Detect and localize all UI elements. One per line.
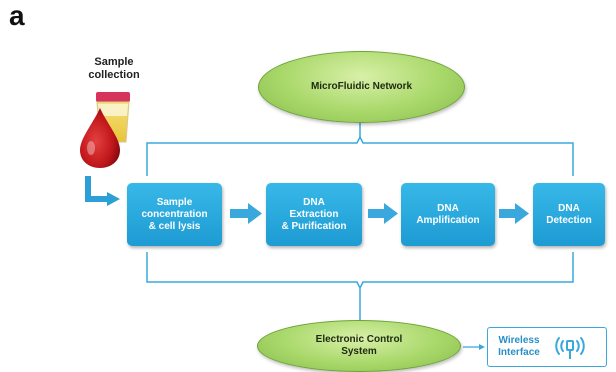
control-to-wireless-arrow: [463, 344, 485, 350]
top-bracket: [146, 121, 574, 176]
step-4-line-2: Detection: [546, 214, 592, 226]
step-2-line-2: Extraction: [289, 208, 339, 220]
arrow-step-3-to-4: [499, 203, 529, 224]
step-arrows: [230, 203, 529, 224]
step-2-line-1: DNA: [303, 196, 325, 208]
microfluidic-network-label: MicroFluidic Network: [310, 81, 413, 92]
drop-highlight: [87, 141, 95, 155]
wireless-line-1: Wireless: [498, 335, 540, 346]
wireless-interface-box: Wireless Interface: [487, 327, 607, 367]
arrow-step-1-to-2: [230, 203, 262, 224]
step-dna-extraction: DNA Extraction & Purification: [266, 183, 362, 246]
step-2-line-3: & Purification: [281, 220, 347, 232]
arrow-step-2-to-3: [368, 203, 398, 224]
step-dna-amplification: DNA Amplification: [401, 183, 495, 246]
step-1-line-2: concentration: [141, 208, 208, 220]
electronic-control-node: Electronic Control System: [257, 320, 461, 372]
sample-collection-line-1: Sample: [94, 56, 134, 68]
sample-collection-line-2: collection: [88, 69, 140, 81]
control-line-1: Electronic Control: [315, 334, 403, 345]
sample-input-arrow: [85, 176, 120, 206]
step-dna-detection: DNA Detection: [533, 183, 605, 246]
step-1-line-1: Sample: [156, 196, 193, 208]
step-3-line-1: DNA: [437, 202, 459, 214]
microfluidic-network-node: MicroFluidic Network: [258, 51, 465, 123]
sample-collection-label: Sample collection: [74, 56, 154, 82]
blood-drop-icon: [80, 108, 120, 168]
wireless-antenna-icon: [555, 337, 585, 359]
step-3-line-2: Amplification: [416, 214, 480, 226]
wireless-line-2: Interface: [498, 347, 540, 358]
control-line-2: System: [341, 346, 377, 357]
step-sample-concentration: Sample concentration & cell lysis: [127, 183, 222, 246]
panel-label: a: [9, 0, 25, 31]
step-1-line-3: & cell lysis: [148, 220, 201, 232]
step-4-line-1: DNA: [558, 202, 580, 214]
